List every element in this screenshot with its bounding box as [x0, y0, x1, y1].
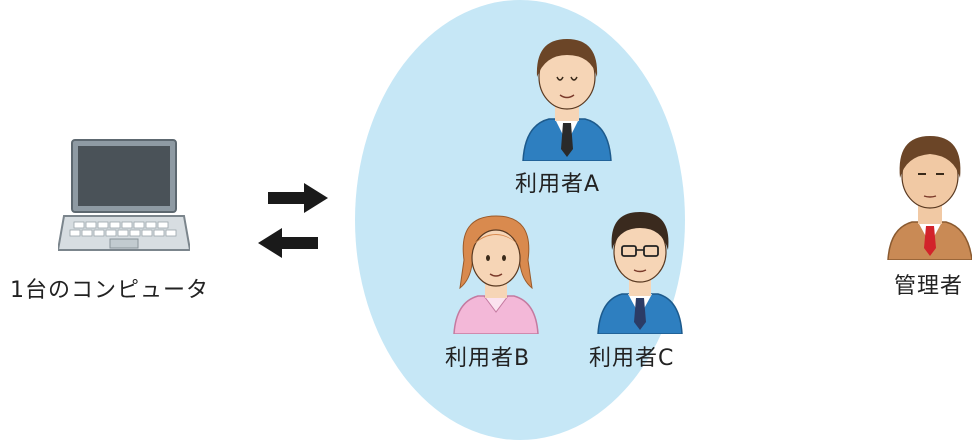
arrow-left-icon	[258, 228, 318, 258]
user-b-avatar	[453, 215, 539, 334]
computer-label: 1台のコンピュータ	[10, 278, 209, 303]
admin-avatar	[887, 136, 972, 260]
user-c-label: 利用者C	[589, 346, 675, 371]
admin-label: 管理者	[894, 274, 964, 299]
arrow-right-icon	[268, 183, 328, 213]
user-c-avatar	[597, 212, 683, 334]
user-b-label: 利用者B	[445, 346, 531, 371]
user-a-avatar	[522, 39, 612, 161]
laptop-icon	[58, 139, 190, 251]
user-a-label: 利用者A	[515, 172, 601, 197]
